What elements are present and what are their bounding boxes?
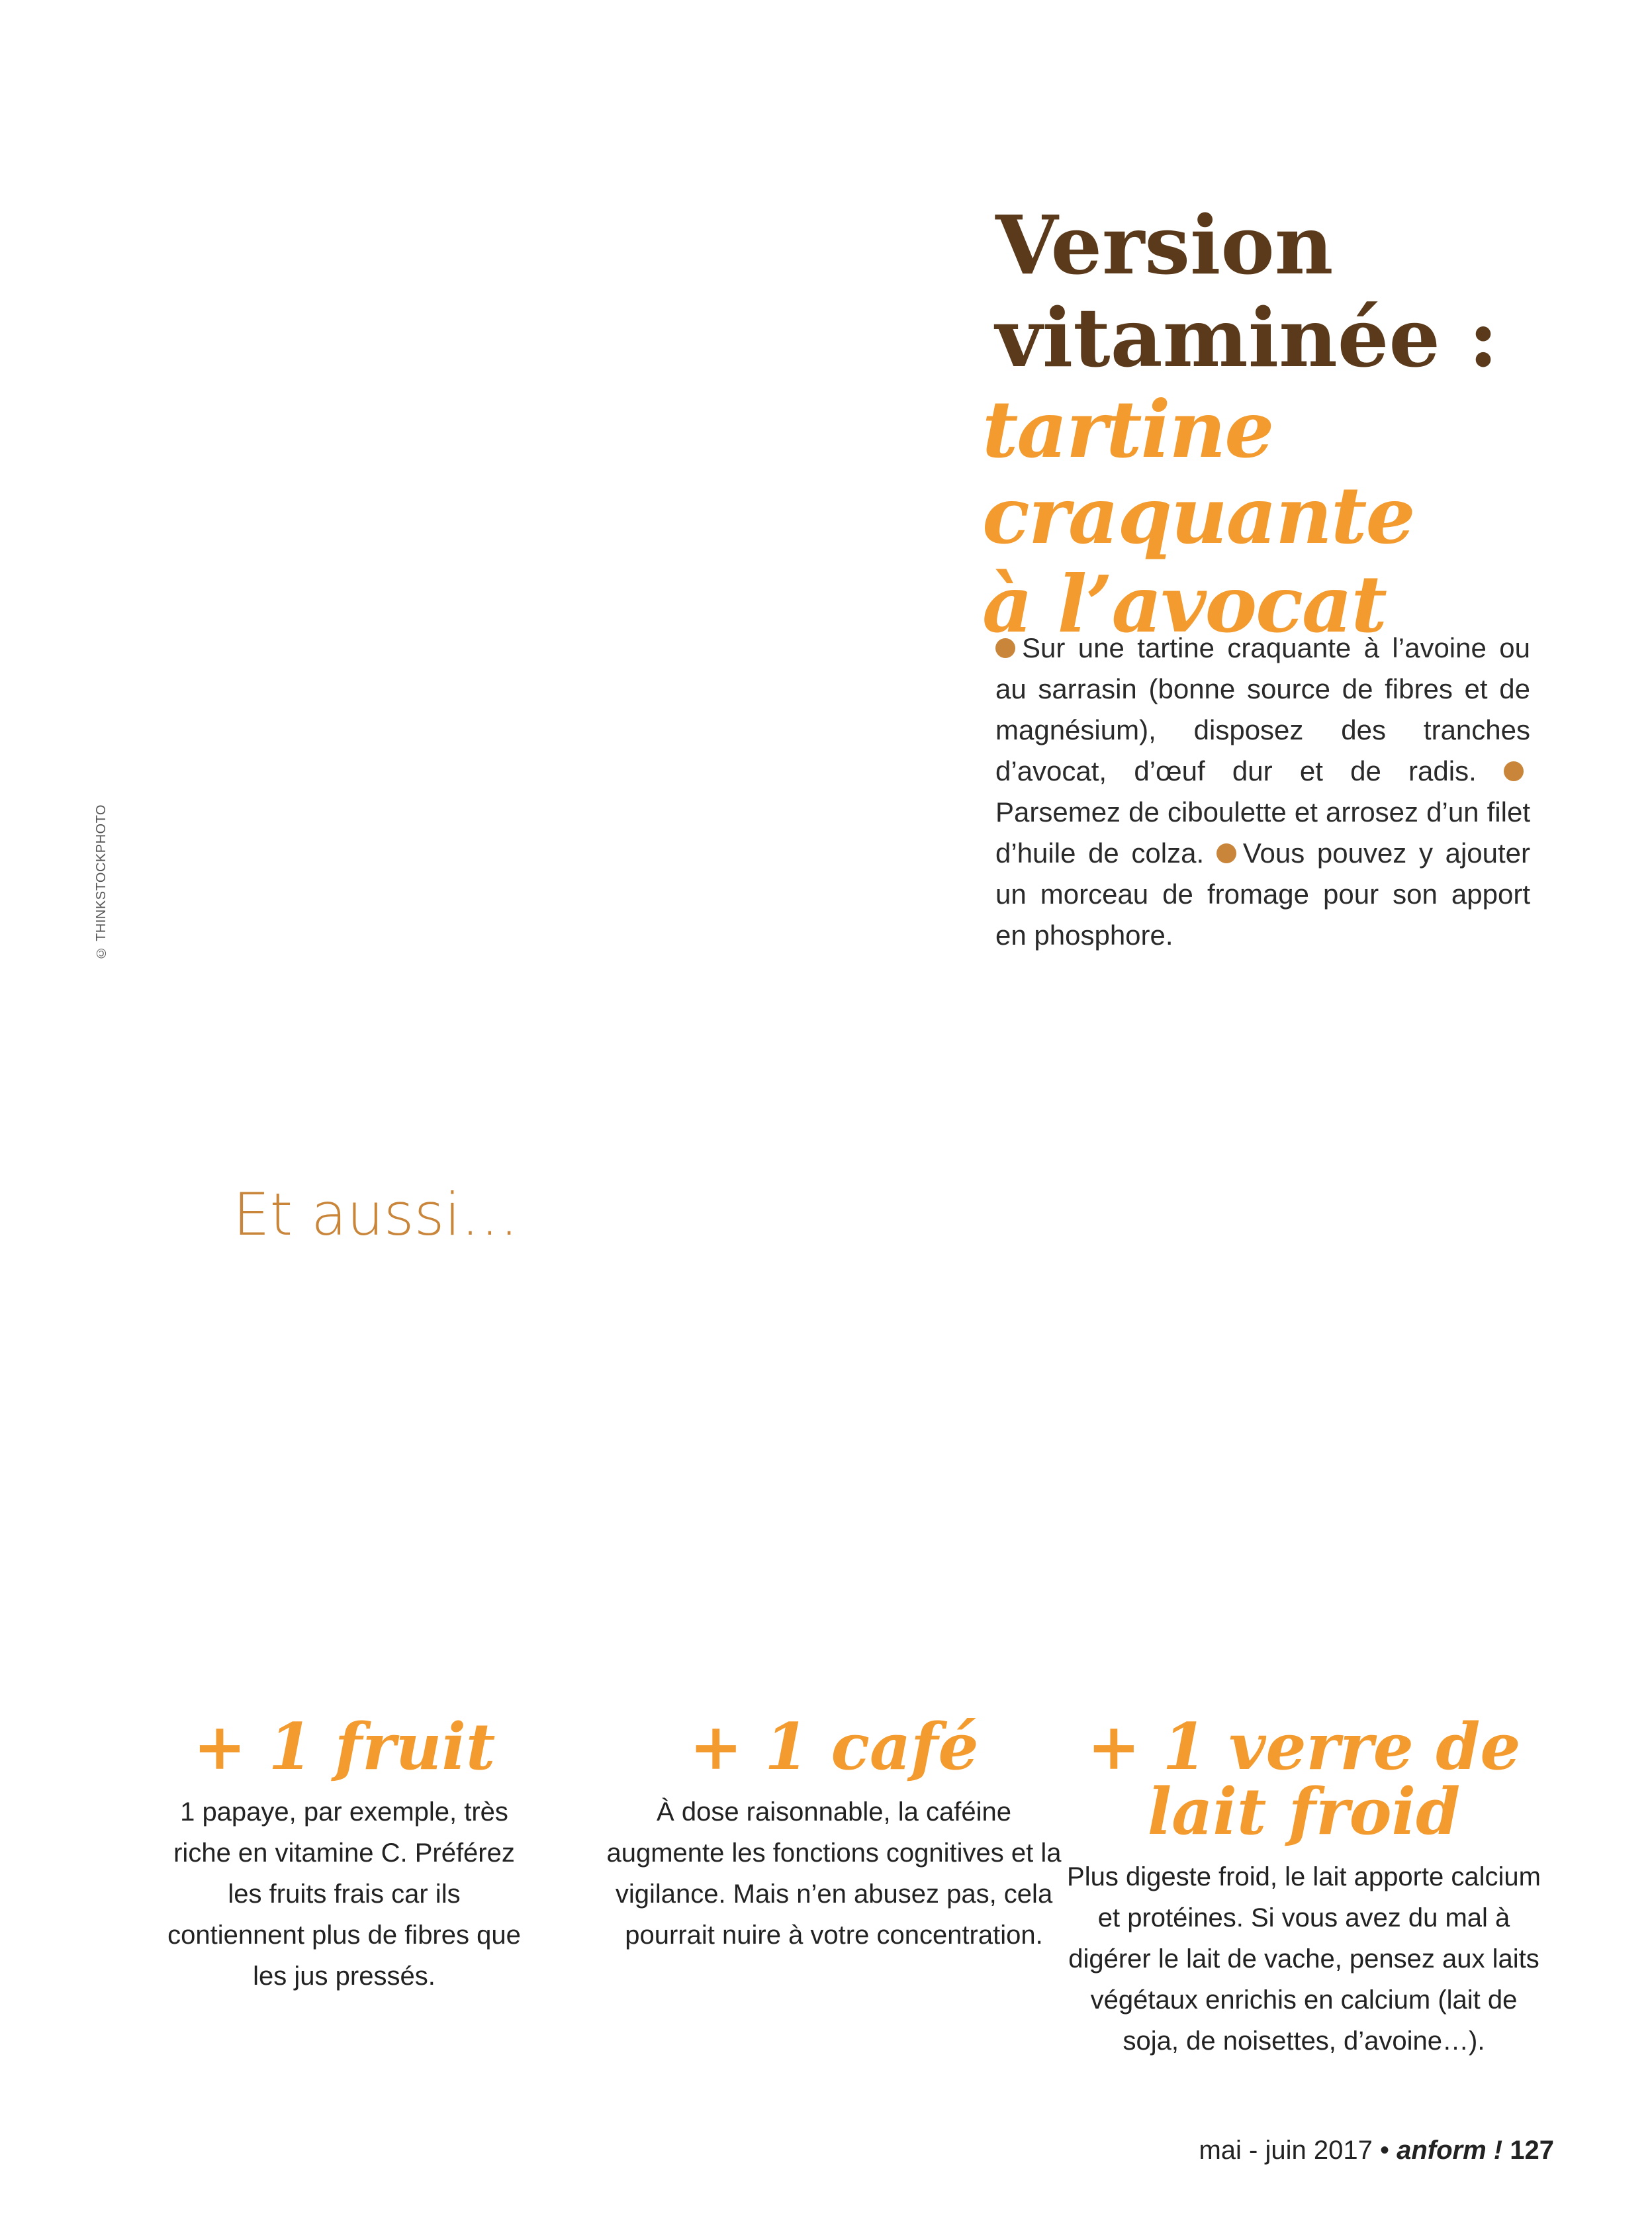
- photo-credit: © THINKSTOCKPHOTO: [94, 804, 109, 960]
- bullet-dot-icon: [1504, 761, 1524, 781]
- title-script-line-2: à l’avocat: [982, 558, 1387, 650]
- recipe-text: Sur une tartine craquante à l’avoine ou …: [995, 628, 1530, 956]
- bullet-dot-icon: [1216, 843, 1236, 863]
- article-title: Version vitaminée : tartine craquante à …: [982, 197, 1591, 647]
- recipe-step-1: Sur une tartine craquante à l’avoine ou …: [995, 632, 1530, 786]
- extra-fruit-text: 1 papaye, par exemple, très riche en vit…: [167, 1797, 521, 1991]
- footer-date: mai - juin 2017: [1199, 2136, 1373, 2165]
- extra-cafe: + 1 café À dose raisonnable, la caféine …: [602, 1715, 1066, 1956]
- extra-lait: + 1 verre de lait froid Plus digeste fro…: [1059, 1715, 1549, 2062]
- extra-fruit: + 1 fruit 1 papaye, par exemple, très ri…: [165, 1715, 523, 1997]
- extra-cafe-title: + 1 café: [689, 1709, 979, 1784]
- extra-lait-text: Plus digeste froid, le lait apporte calc…: [1067, 1862, 1541, 2056]
- extra-cafe-text: À dose raisonnable, la caféine augmente …: [606, 1797, 1062, 1950]
- recipe-step-3: Vous pouvez y ajouter un morceau de from…: [995, 837, 1531, 951]
- title-script-line-1: tartine craquante: [982, 383, 1416, 561]
- title-line-1: Version: [995, 197, 1334, 293]
- footer-separator: •: [1379, 2136, 1389, 2165]
- recipe-step-2: Parsemez de ciboulette et arrosez d’un f…: [995, 796, 1530, 869]
- section-heading-et-aussi: Et aussi…: [233, 1180, 519, 1249]
- extra-fruit-title: + 1 fruit: [193, 1709, 496, 1784]
- footer-magazine: anform !: [1397, 2136, 1503, 2165]
- page-footer: mai - juin 2017 • anform ! 127: [1199, 2134, 1554, 2166]
- title-line-2: vitaminée :: [995, 290, 1498, 385]
- extra-lait-title: + 1 verre de lait froid: [1087, 1709, 1521, 1849]
- bullet-dot-icon: [995, 638, 1015, 658]
- page-number: 127: [1510, 2136, 1554, 2165]
